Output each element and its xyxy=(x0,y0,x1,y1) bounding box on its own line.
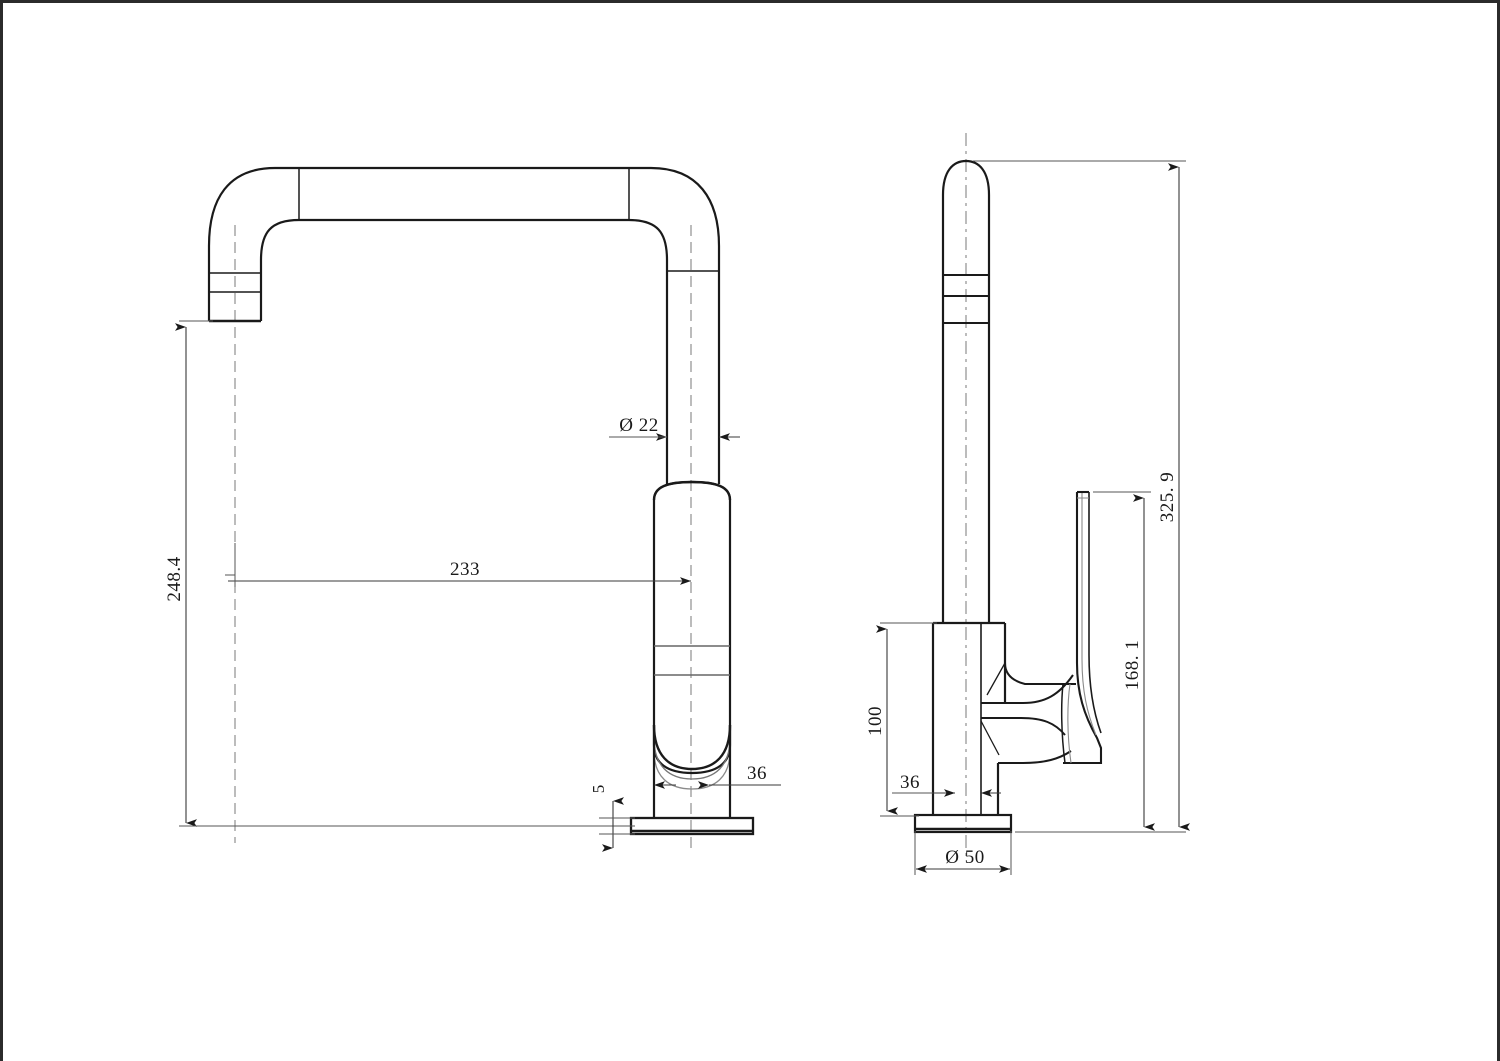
dim-label-spray-head-width: 36 xyxy=(747,763,767,784)
dim-label-overall-height: 248.4 xyxy=(164,556,185,601)
nozzle-arc-mid xyxy=(653,737,731,780)
side-handle-boss-lower-bottom xyxy=(998,750,1072,764)
dim-label-body-width: 36 xyxy=(900,772,920,793)
side-lever-blade-inner xyxy=(1088,492,1102,734)
side-lever-pivot-seam-a xyxy=(1060,683,1066,764)
spout-outer-profile xyxy=(207,166,721,484)
side-lever-blade-seam xyxy=(1081,492,1097,736)
side-spout-column xyxy=(941,159,991,623)
spray-head-shoulder xyxy=(652,480,732,501)
dim-label-total-height: 325. 9 xyxy=(1157,472,1178,523)
spray-head-body xyxy=(652,480,732,775)
dim-label-base-thickness: 5 xyxy=(589,785,608,794)
side-handle-boss-lower xyxy=(981,717,1066,736)
dim-label-tube-diameter: Ø 22 xyxy=(619,415,658,436)
side-lever-blade-outer xyxy=(1063,492,1103,765)
nozzle-arc-inner xyxy=(653,750,731,790)
spout-inner-profile xyxy=(259,218,669,484)
dim-label-base-diameter: Ø 50 xyxy=(945,847,984,868)
base-plate-side xyxy=(913,813,1013,834)
dim-label-body-height: 100 xyxy=(865,706,886,736)
dim-label-handle-height: 168. 1 xyxy=(1122,640,1143,691)
side-lever-pivot-seam-b xyxy=(1067,683,1072,764)
side-handle-boss-upper-inner xyxy=(981,674,1074,704)
side-handle-boss-upper-chamfer xyxy=(986,662,1006,696)
front-view-group: 248.4 233 Ø 22 36 5 xyxy=(164,166,781,852)
side-view-group: 325. 9 168. 1 100 36 Ø 50 xyxy=(865,133,1190,875)
side-handle-boss-upper xyxy=(1004,623,1076,685)
dim-label-spout-reach: 233 xyxy=(450,559,480,580)
nozzle-arc-outer xyxy=(652,724,732,771)
technical-drawing-canvas: 248.4 233 Ø 22 36 5 xyxy=(164,133,1190,875)
side-handle-boss-lower-chamfer xyxy=(980,720,1000,756)
